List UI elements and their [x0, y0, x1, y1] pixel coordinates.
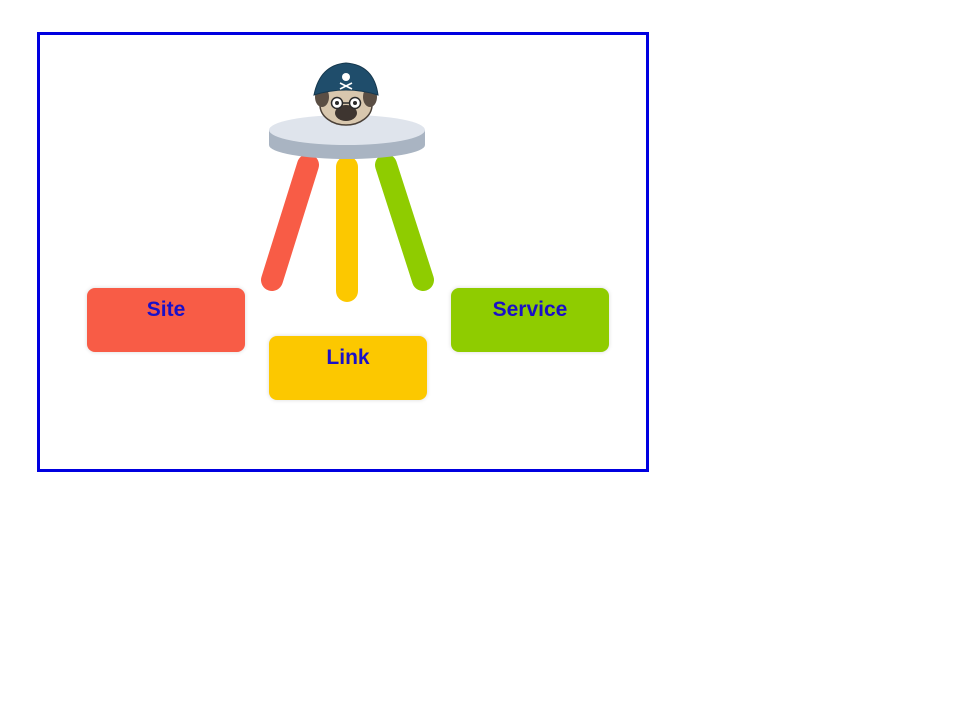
- service-label: Service: [492, 298, 568, 321]
- site-box: Site: [87, 288, 245, 352]
- link-label: Link: [326, 346, 370, 369]
- site-label: Site: [146, 298, 186, 321]
- diagram-frame: Site Link Service: [37, 32, 649, 472]
- link-box: Link: [269, 336, 427, 400]
- stool-seat: [269, 115, 425, 159]
- stool-leg-red: [261, 154, 319, 291]
- pirate-pug-icon: [313, 62, 379, 126]
- stool-illustration: [261, 62, 434, 302]
- service-box: Service: [451, 288, 609, 352]
- stool-leg-green: [375, 154, 434, 291]
